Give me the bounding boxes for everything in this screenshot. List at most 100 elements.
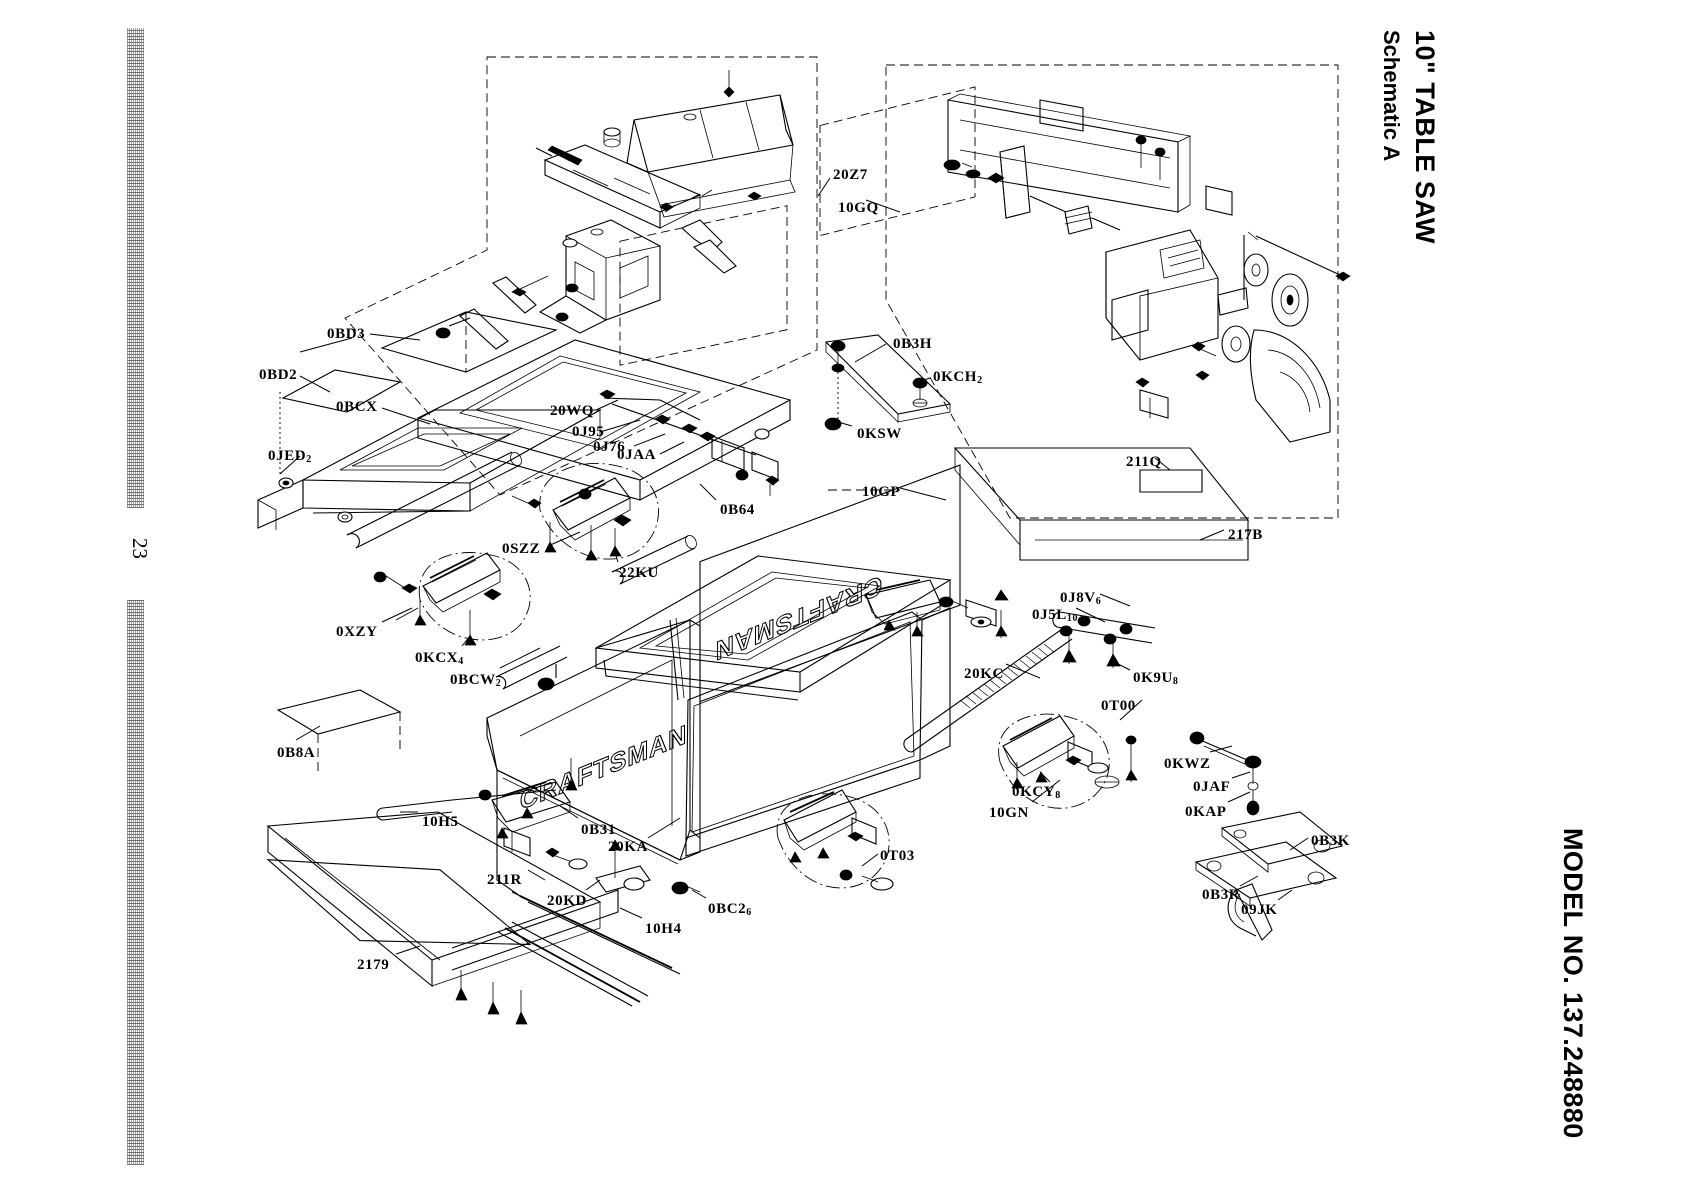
part-callout-0kcy: 0KCY8 — [1012, 784, 1061, 801]
part-callout-10gn: 10GN — [989, 805, 1029, 821]
part-callout-0t03: 0T03 — [880, 848, 915, 864]
part-callout-qty: 8 — [1055, 790, 1061, 801]
part-callout-0j95: 0J95 — [572, 424, 605, 440]
group-boundary-plate — [820, 87, 975, 236]
part-callout-0bc2: 0BC26 — [708, 901, 752, 918]
part-callout-0kwz: 0KWZ — [1164, 756, 1211, 772]
brand-text-front: CRAFTSMAN — [520, 719, 687, 816]
part-callout-qty: 6 — [1095, 596, 1102, 607]
part-callout-10gq: 10GQ — [838, 200, 879, 216]
part-callout-217b: 217B — [1228, 527, 1263, 543]
part-callout-qty: 8 — [1172, 676, 1179, 687]
bottom-center-clamp — [777, 790, 893, 890]
group-boundary-left — [345, 57, 817, 495]
blade-guard-assembly — [627, 70, 795, 217]
table-rails-front — [497, 770, 680, 974]
part-callout-0kch: 0KCH2 — [933, 369, 983, 386]
flat-panel-0BD3 — [382, 312, 556, 372]
part-callout-0t00: 0T00 — [1101, 698, 1136, 714]
left-rail-upper — [347, 450, 524, 548]
left-extension-wing — [258, 410, 600, 530]
center-clamp-assembly — [512, 463, 659, 560]
part-callout-20kd: 20KD — [547, 893, 587, 909]
schematic-subtitle: Schematic A — [1379, 30, 1404, 162]
part-callout-22ku: 22KU — [619, 565, 659, 581]
front-rail-10H5 — [377, 790, 556, 820]
wrench-rod-0KWZ — [1190, 732, 1261, 815]
page-number: 23 — [128, 538, 152, 559]
riving-knife-assembly — [540, 220, 660, 333]
part-callout-0b8a: 0B8A — [277, 745, 316, 761]
part-callout-0b3r: 0B3R — [1202, 887, 1241, 903]
part-callout-20ka: 20KA — [608, 839, 648, 855]
flat-panel-0B8A — [278, 690, 400, 772]
part-callout-20wq: 20WQ — [550, 403, 595, 419]
model-number: MODEL NO. 137.248880 — [1558, 828, 1588, 1139]
front-extension-wing — [268, 812, 648, 1006]
part-callout-0bd2: 0BD2 — [259, 367, 298, 383]
part-callout-0bcw: 0BCW2 — [450, 672, 502, 689]
binding-edge-bottom — [127, 600, 144, 1165]
guard-pawl-parts — [436, 190, 761, 349]
bottom-screws — [456, 970, 527, 1024]
flat-panel-0BD2 — [283, 370, 400, 412]
wrench-flat-0B3K — [1222, 812, 1342, 872]
part-callout-10h4: 10H4 — [645, 921, 682, 937]
right-extension-wing — [955, 448, 1248, 560]
part-callout-qty: 2 — [495, 678, 502, 689]
part-callout-qty: 6 — [746, 907, 752, 918]
motor-mount-bracket — [944, 136, 1165, 218]
part-callout-20z7: 20Z7 — [833, 167, 868, 183]
group-boundary-right — [886, 65, 1338, 518]
right-fence-clamp-top — [866, 580, 1008, 638]
right-fence-clamp-bottom — [999, 714, 1137, 808]
part-callout-10gp: 10GP — [862, 484, 901, 500]
part-callout-qty: 4 — [458, 656, 464, 667]
part-callout-0szz: 0SZZ — [502, 541, 541, 557]
part-callout-20kc: 20KC — [964, 666, 1004, 682]
part-callout-0j76: 0J76 — [593, 439, 626, 455]
table-right-panel — [686, 465, 960, 856]
switch-mounting-plate — [825, 335, 950, 430]
part-callout-0jaf: 0JAF — [1193, 779, 1231, 795]
part-callout-0kcx: 0KCX4 — [415, 650, 464, 667]
part-callout-0xzy: 0XZY — [336, 624, 378, 640]
page-title: 10" TABLE SAW — [1410, 30, 1440, 244]
wrench-open-end-0B3R — [1228, 884, 1272, 940]
part-callout-0b3k: 0B3K — [1311, 833, 1351, 849]
leader-lines — [280, 178, 1308, 954]
fence-mount-hardware-center — [600, 390, 779, 496]
part-callout-qty: 2 — [306, 454, 312, 465]
left-rail-lower — [496, 646, 567, 690]
part-callout-211q: 211Q — [1126, 454, 1162, 470]
part-callout-0b64: 0B64 — [720, 502, 755, 518]
arbor-and-blade-assembly — [1136, 232, 1350, 442]
part-callout-qty: 10 — [1066, 613, 1079, 624]
part-callout-0jed: 0JED2 — [268, 448, 312, 465]
part-callout-qty: 2 — [977, 375, 983, 386]
center-rail-right — [612, 533, 699, 584]
table-top-main-plate — [418, 340, 790, 500]
guard-bracket-plate — [536, 128, 700, 228]
part-callout-2179: 2179 — [357, 957, 390, 973]
part-callout-0ksw: 0KSW — [857, 426, 902, 442]
main-table-assembly — [596, 556, 950, 700]
front-fence-clamp — [479, 758, 700, 894]
part-callout-0j8v: 0J8V6 — [1060, 590, 1102, 607]
motor-and-trunnion — [1030, 196, 1218, 360]
part-callout-0b3h: 0B3H — [893, 336, 933, 352]
part-callout-09jk: 09JK — [1241, 902, 1278, 918]
group-boundary-blade-guard — [620, 206, 787, 365]
part-callout-0bcx: 0BCX — [336, 399, 378, 415]
brand-text-rear: CRAFTSMAN — [715, 570, 882, 667]
craftsman-logo-rear: CRAFTSMAN — [714, 569, 882, 667]
part-callout-0jaa: 0JAA — [617, 447, 657, 463]
rip-fence-rail-top — [948, 94, 1232, 215]
part-callout-0bd3: 0BD3 — [327, 326, 366, 342]
part-callout-0j5l: 0J5L10 — [1032, 607, 1079, 624]
wrench-flat-09JK — [1196, 842, 1336, 906]
part-callout-211r: 211R — [487, 872, 522, 888]
craftsman-logo-front: CRAFTSMAN — [519, 718, 687, 816]
part-callout-10h5: 10H5 — [422, 814, 459, 830]
